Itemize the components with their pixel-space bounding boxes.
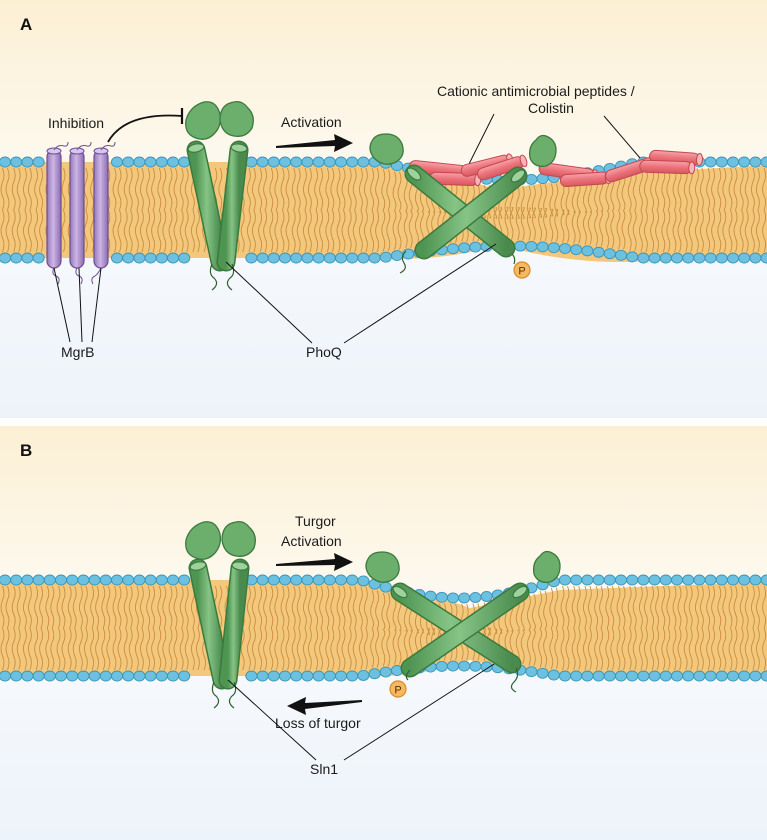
phoq-dimer-inactive [185, 100, 254, 291]
leader-line [343, 663, 495, 761]
phoq-label: PhoQ [306, 344, 342, 360]
peptides-label-line1: Cationic antimicrobial peptides / [437, 83, 635, 99]
loss-of-turgor-arrow [287, 697, 362, 715]
loss-of-turgor-label: Loss of turgor [275, 715, 361, 731]
activation-label: Activation [281, 533, 342, 549]
phoq-dimer-active: P [369, 133, 557, 279]
mgrb-label: MgrB [61, 344, 94, 360]
leader-line [465, 113, 495, 171]
leader-line [227, 679, 317, 761]
peptide [639, 159, 696, 175]
mgrb-helix [69, 141, 92, 285]
panel-letter: B [20, 441, 32, 460]
sln1-dimer-active: P [365, 550, 561, 698]
leader-line [53, 267, 71, 343]
mgrb-helix [46, 141, 69, 285]
phosphate-label: P [394, 685, 401, 697]
lipid-bilayer [0, 574, 767, 682]
antimicrobial-peptides [408, 149, 703, 188]
leader-line [225, 261, 313, 344]
panel-a: A [0, 0, 767, 418]
leader-line [78, 267, 83, 343]
panel-b: B Turgor Activation Loss [0, 426, 767, 840]
turgor-activation-arrow [276, 553, 353, 571]
inhibition-label: Inhibition [48, 115, 104, 131]
leader-line [603, 115, 641, 159]
peptide [477, 154, 528, 181]
phosphate-label: P [518, 266, 525, 278]
sln1-dimer-inactive [185, 520, 256, 709]
peptides-label-line2: Colistin [528, 100, 574, 116]
leader-line [343, 243, 497, 344]
turgor-label: Turgor [295, 513, 336, 529]
activation-arrow [276, 134, 353, 152]
inhibition-arrow [107, 108, 184, 143]
activation-label: Activation [281, 114, 342, 130]
panel-letter: A [20, 15, 32, 34]
phosphate-group [513, 261, 531, 279]
sln1-label: Sln1 [310, 761, 338, 777]
phosphate-group [389, 680, 407, 698]
leader-line [91, 267, 102, 343]
mgrb-proteins [46, 141, 116, 285]
